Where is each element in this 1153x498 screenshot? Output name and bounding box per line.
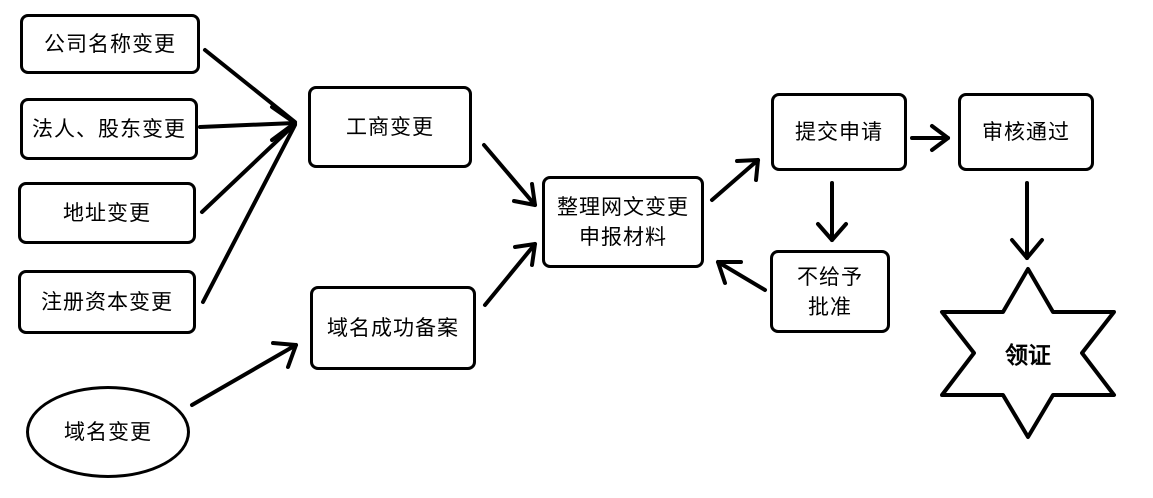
node-label: 域名成功备案 (327, 316, 459, 340)
arrow-rejected-to-materials (716, 260, 767, 292)
node-address-change: 地址变更 (18, 182, 196, 244)
arrow-address-to-business (200, 122, 297, 214)
node-label-line1: 整理网文变更 (557, 195, 689, 219)
node-label: 领证 (1005, 342, 1051, 369)
node-review-passed: 审核通过 (958, 93, 1094, 171)
arrow-filing-to-materials (483, 242, 537, 307)
node-label-line2: 批准 (808, 294, 852, 319)
node-label: 提交申请 (795, 120, 883, 144)
arrowhead-domain-filing (271, 341, 298, 369)
node-domain-change: 域名变更 (26, 386, 190, 478)
node-legal-shareholder-change: 法人、股东变更 (20, 98, 198, 160)
arrowhead-license (1010, 238, 1044, 260)
arrowhead-business (270, 105, 297, 142)
arrowhead-submit (735, 158, 760, 182)
node-company-name-change: 公司名称变更 (20, 14, 200, 74)
node-label: 公司名称变更 (44, 32, 176, 56)
node-organize-materials: 整理网文变更 申报材料 (542, 176, 704, 268)
arrowhead-review (930, 124, 950, 152)
star-shape (940, 267, 1116, 439)
arrow-company-name-to-business (203, 48, 297, 124)
node-label: 法人、股东变更 (32, 117, 186, 141)
arrowhead-materials-bottom (513, 242, 537, 267)
arrow-capital-to-business (201, 123, 297, 304)
arrow-legal-to-business (198, 121, 297, 129)
node-business-change: 工商变更 (308, 86, 472, 168)
arrow-domain-change-to-filing (190, 343, 298, 407)
node-label: 审核通过 (982, 120, 1070, 144)
node-submit-application: 提交申请 (771, 93, 907, 171)
node-label-line1: 不给予 (797, 264, 863, 289)
node-label: 域名变更 (64, 420, 152, 444)
node-label: 地址变更 (63, 201, 151, 225)
node-label: 注册资本变更 (41, 290, 173, 314)
arrowhead-rejected (816, 222, 848, 242)
arrowhead-back-materials (716, 260, 743, 285)
arrow-business-to-materials (482, 143, 537, 207)
node-domain-filing-success: 域名成功备案 (310, 286, 476, 370)
node-get-license: 领证 (936, 265, 1120, 440)
node-registered-capital-change: 注册资本变更 (18, 270, 196, 334)
node-not-approved: 不给予 批准 (770, 250, 890, 333)
node-label: 工商变更 (346, 115, 434, 139)
node-label-line2: 申报材料 (579, 225, 667, 249)
arrowhead-materials-top (512, 182, 537, 207)
arrow-materials-to-submit (710, 158, 760, 202)
